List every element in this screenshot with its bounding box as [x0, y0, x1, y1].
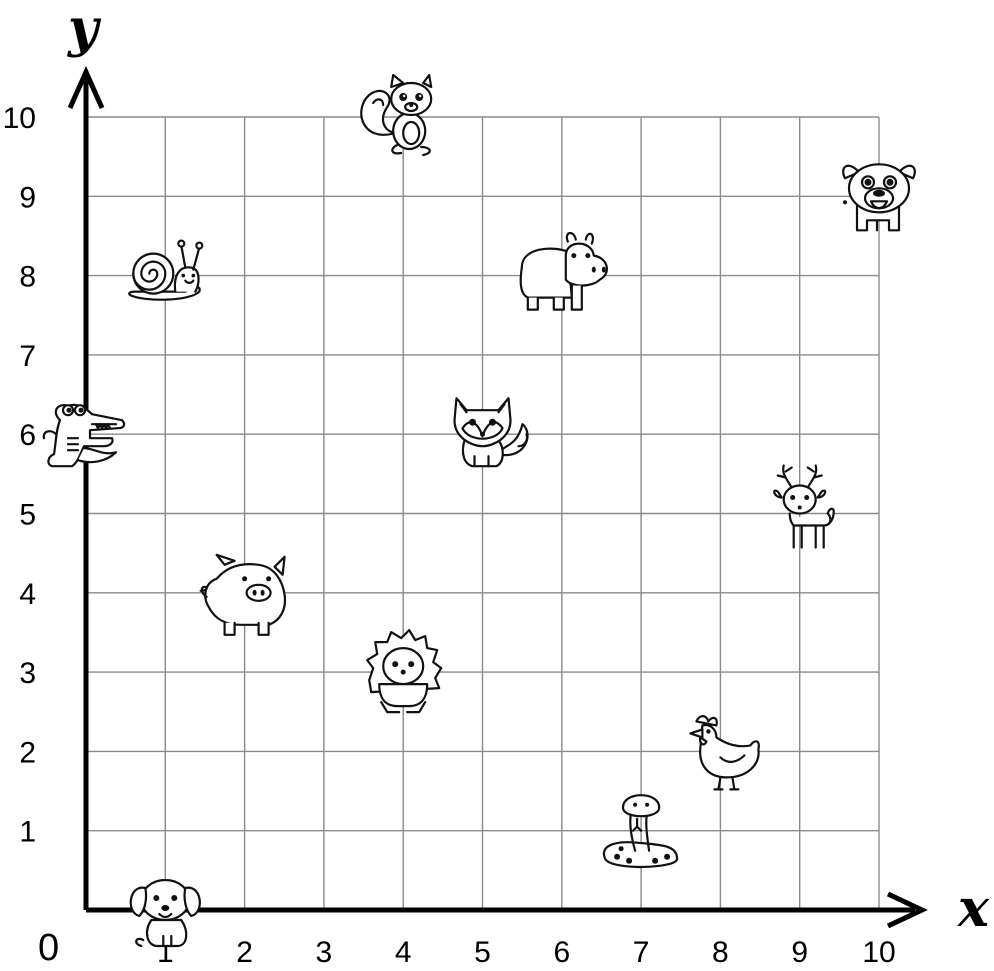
origin-label: 0 — [38, 927, 59, 969]
y-tick-label: 10 — [3, 102, 36, 135]
crocodile-icon — [44, 405, 124, 466]
grid-lines — [86, 117, 879, 910]
x-tick-label: 3 — [316, 936, 333, 969]
x-tick-label: 7 — [633, 936, 650, 969]
x-tick-label: 4 — [395, 936, 412, 969]
y-tick-label: 8 — [19, 261, 36, 294]
x-tick-label: 6 — [553, 936, 570, 969]
hippo-icon — [521, 233, 607, 310]
y-tick-label: 7 — [19, 340, 36, 373]
pig-icon — [201, 555, 285, 635]
y-axis-title: y — [67, 0, 102, 59]
squirrel-icon — [361, 75, 431, 155]
chicken-icon — [690, 716, 758, 789]
y-tick-label: 6 — [19, 419, 36, 452]
x-tick-label: 9 — [791, 936, 808, 969]
x-tick-label: 10 — [862, 936, 895, 969]
pug-icon — [843, 164, 915, 230]
y-tick-label: 3 — [19, 657, 36, 690]
y-tick-label: 9 — [19, 181, 36, 214]
hedgehog-icon — [367, 630, 441, 712]
deer-icon — [774, 466, 833, 548]
x-tick-label: 5 — [474, 936, 491, 969]
x-tick-label: 2 — [236, 936, 253, 969]
axes: x y 0 — [38, 0, 990, 969]
x-axis-title: x — [957, 878, 990, 939]
y-tick-labels: 1 2 3 4 5 6 7 8 9 10 — [3, 102, 36, 849]
animal-markers — [44, 75, 915, 946]
y-tick-label: 5 — [19, 499, 36, 532]
puppy-icon — [131, 880, 200, 946]
fox-icon — [455, 398, 528, 466]
y-tick-label: 2 — [19, 736, 36, 769]
y-tick-label: 4 — [19, 578, 36, 611]
y-tick-label: 1 — [19, 816, 36, 849]
x-tick-label: 8 — [712, 936, 729, 969]
